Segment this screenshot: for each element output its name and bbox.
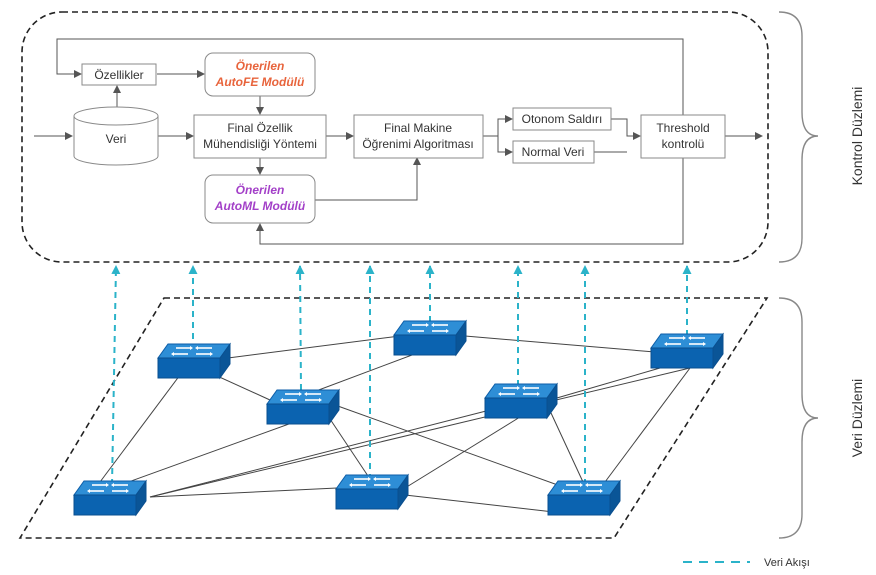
attack-label: Otonom Saldırı	[522, 112, 603, 126]
network-switch-icon	[73, 480, 147, 516]
network-switch-icon	[157, 343, 231, 379]
ml-algorithm-line1: Final Makine	[384, 121, 452, 135]
network-switch-icon	[335, 474, 409, 510]
network-links	[99, 335, 691, 516]
normal-data-box	[512, 140, 595, 164]
feature-engineering-box	[193, 114, 327, 159]
network-switch-icon	[484, 383, 558, 419]
data-plane-brace	[778, 297, 819, 539]
autofe-module-box	[204, 52, 316, 97]
threshold-line1: Threshold	[656, 121, 709, 135]
threshold-line2: kontrolü	[662, 137, 705, 151]
features-box	[81, 63, 157, 86]
data-plane-label: Veri Düzlemi	[849, 379, 865, 458]
automl-title-line2: AutoML Modülü	[214, 199, 306, 213]
control-plane-border	[21, 11, 769, 263]
network-switch-icon	[547, 480, 621, 516]
network-switch-icon	[266, 389, 340, 425]
normal-data-label: Normal Veri	[522, 145, 585, 159]
data-flow-arrows	[111, 265, 692, 486]
threshold-box	[640, 114, 726, 159]
feature-engineering-line2: Mühendisliği Yöntemi	[203, 137, 317, 151]
automl-title-line1: Önerilen	[236, 182, 285, 197]
autofe-title-line2: AutoFE Modülü	[215, 75, 305, 89]
network-switch-icon	[650, 333, 724, 369]
ml-algorithm-box	[353, 114, 484, 159]
control-plane-brace	[778, 11, 819, 263]
legend-data-flow-label: Veri Akışı	[764, 557, 810, 569]
data-store-label: Veri	[106, 132, 127, 146]
autofe-title-line1: Önerilen	[236, 58, 285, 73]
automl-module-box	[204, 174, 316, 224]
features-label: Özellikler	[94, 68, 143, 82]
attack-box	[512, 107, 612, 131]
pipeline-connectors	[34, 38, 763, 245]
ml-algorithm-line2: Öğrenimi Algoritması	[362, 137, 473, 151]
network-switch-icon	[393, 320, 467, 356]
data-plane-border	[18, 297, 769, 539]
data-store-cylinder	[73, 106, 159, 166]
feature-engineering-line1: Final Özellik	[227, 121, 293, 135]
control-plane-label: Kontrol Düzlemi	[849, 87, 865, 186]
